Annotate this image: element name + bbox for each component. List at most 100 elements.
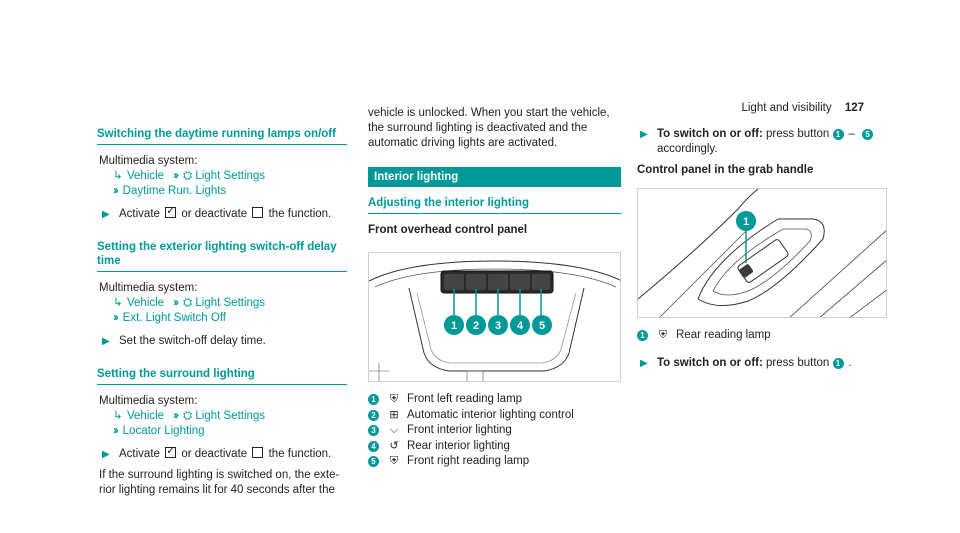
double-chevron-icon: ››: [113, 425, 119, 437]
arrow-return-icon: ↳: [113, 170, 123, 182]
legend-text: Automatic interior lighting control: [407, 408, 574, 421]
rear-interior-light-icon: ↺: [389, 439, 399, 452]
legend-item: 2 ⊞ Automatic interior lighting control: [368, 408, 621, 424]
step-text: Activate: [119, 208, 160, 220]
step-triangle-icon: ▶: [640, 357, 648, 369]
checkbox-empty-icon: [252, 207, 264, 218]
intro-text: Multimedia system:: [99, 155, 198, 167]
heading-surround-lighting: Setting the surround lighting: [97, 367, 347, 385]
step-switch-on-off: ▶ To switch on or off: press button 1– 5…: [637, 127, 887, 157]
figure-grab-handle-panel: 1: [637, 188, 887, 318]
path-light-settings: Light Settings: [195, 297, 266, 309]
page-number: 127: [844, 102, 864, 114]
running-header: Light and visibility 127: [741, 101, 864, 116]
front-interior-light-icon: ⌵: [389, 424, 399, 437]
heading-adjusting-interior: Adjusting the interior lighting: [368, 196, 621, 214]
legend-list: 1⛨Front left reading lamp 2⊞Automatic in…: [368, 392, 621, 470]
section-name: Light and visibility: [741, 102, 832, 114]
subhead-front-overhead: Front overhead control panel: [368, 224, 528, 236]
number-badge: 1: [832, 129, 844, 140]
svg-text:4: 4: [517, 320, 524, 332]
number-badge: 3: [368, 425, 379, 437]
step-set-delay: ▶ Set the switch-off delay time.: [99, 334, 347, 349]
reading-lamp-icon: ⛨: [389, 393, 399, 406]
path-locator-lighting: Locator Lighting: [122, 425, 205, 437]
legend-item: 1 ⛨ Rear reading lamp: [637, 328, 887, 344]
menu-path: ↳Vehicle ››⛭ Light Settings: [99, 169, 347, 184]
grab-handle-illustration: 1: [638, 189, 886, 317]
callout-4: 4: [510, 315, 530, 335]
step-triangle-icon: ▶: [640, 129, 648, 140]
callout-1: 1: [444, 315, 464, 335]
step-text: or deactivate: [181, 208, 248, 220]
continued-text: vehicle is unlocked. When you start the …: [368, 107, 610, 149]
dash: –: [848, 128, 855, 140]
menu-path: ↳Vehicle ››⛭ Light Settings: [99, 296, 347, 311]
legend-item: 1⛨Front left reading lamp: [368, 392, 621, 408]
double-chevron-icon: ››: [173, 410, 179, 422]
step-triangle-icon: ▶: [102, 336, 110, 347]
checkbox-checked-icon: [165, 444, 177, 459]
legend-text: Front right reading lamp: [407, 455, 530, 468]
path-light-settings: Light Settings: [195, 170, 266, 182]
menu-path-2: ››Locator Lighting: [99, 424, 347, 439]
figure-front-overhead-panel: 1 2 3 4 5: [368, 252, 621, 382]
path-ext-light-switch-off: Ext. Light Switch Off: [122, 312, 227, 324]
menu-path-2: ››Ext. Light Switch Off: [99, 311, 347, 326]
step-text: Activate: [119, 448, 160, 460]
reading-lamp-icon: ⛨: [389, 455, 399, 468]
legend-item: 5 ⛨ Front right reading lamp: [368, 454, 621, 470]
number-badge: 1: [637, 330, 648, 342]
car-light-icon: ⛭: [182, 410, 193, 422]
path-daytime-run-lights: Daytime Run. Lights: [122, 185, 227, 197]
path-vehicle: Vehicle: [127, 297, 165, 309]
legend-item: 3 ⌵ Front interior lighting: [368, 423, 621, 439]
number-badge: 5: [862, 129, 874, 140]
double-chevron-icon: ››: [113, 312, 119, 324]
arrow-return-icon: ↳: [113, 297, 123, 309]
step-triangle-icon: ▶: [102, 209, 110, 220]
body-text: If the surround lighting is switched on,…: [99, 469, 340, 496]
step-text: the function.: [268, 208, 332, 220]
path-vehicle: Vehicle: [127, 410, 165, 422]
step-activate: ▶ Activate or deactivate the function.: [99, 444, 347, 462]
menu-path: ↳Vehicle ››⛭ Light Settings: [99, 409, 347, 424]
svg-text:5: 5: [539, 320, 545, 332]
band-interior-lighting: Interior lighting: [368, 167, 621, 187]
subhead-grab-handle: Control panel in the grab handle: [637, 164, 814, 176]
number-badge: 5: [368, 456, 379, 468]
number-badge: 4: [368, 440, 379, 452]
double-chevron-icon: ››: [173, 170, 179, 182]
legend-text: Rear reading lamp: [676, 329, 771, 342]
number-badge: 1: [368, 394, 379, 406]
checkbox-checked-icon: [165, 204, 177, 219]
heading-daytime-running-lamps: Switching the daytime running lamps on/o…: [97, 127, 347, 145]
legend-item: 4 ↺ Rear interior lighting: [368, 439, 621, 455]
step-text: the function.: [268, 448, 332, 460]
column-right: ▶ To switch on or off: press button 1– 5…: [637, 127, 887, 371]
auto-light-icon: ⊞: [389, 408, 399, 421]
step-text: press button: [766, 356, 830, 369]
double-chevron-icon: ››: [113, 185, 119, 197]
path-vehicle: Vehicle: [127, 170, 165, 182]
menu-path-2: ››Daytime Run. Lights: [99, 184, 347, 199]
svg-text:1: 1: [743, 216, 749, 228]
callout-3: 3: [488, 315, 508, 335]
car-light-icon: ⛭: [182, 297, 193, 309]
callout-2: 2: [466, 315, 486, 335]
number-badge: 2: [368, 409, 379, 421]
svg-text:1: 1: [451, 320, 457, 332]
overhead-panel-illustration: 1 2 3 4 5: [369, 260, 620, 381]
intro-text: Multimedia system:: [99, 395, 198, 407]
legend-text: Front interior lighting: [407, 424, 512, 437]
step-activate: ▶ Activate or deactivate the function.: [99, 204, 347, 222]
number-badge: 1: [832, 357, 844, 369]
path-light-settings: Light Settings: [195, 410, 266, 422]
column-middle: vehicle is unlocked. When you start the …: [368, 107, 621, 470]
reading-lamp-icon: ⛨: [658, 329, 668, 342]
intro-text: Multimedia system:: [99, 282, 198, 294]
legend-text: Rear interior lighting: [407, 439, 510, 452]
step-bold: To switch on or off:: [657, 356, 763, 369]
callout-1: 1: [736, 211, 756, 231]
step-text: press button: [766, 128, 830, 140]
